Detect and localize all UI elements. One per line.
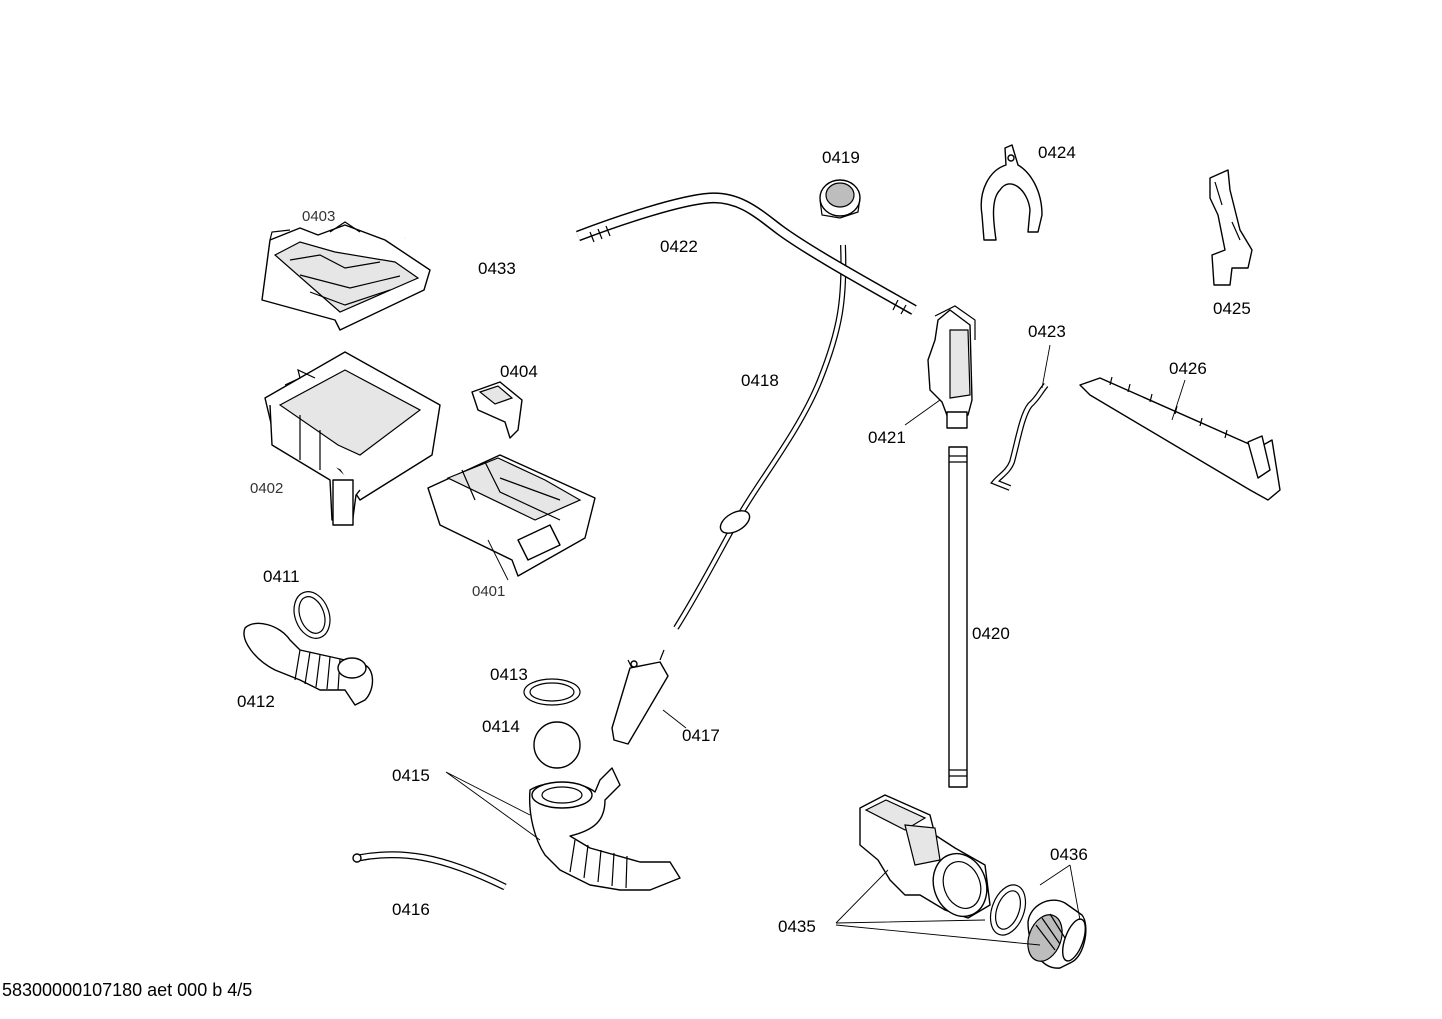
part-0416-small-hose — [352, 851, 507, 891]
label-0424: 0424 — [1038, 143, 1076, 162]
part-0422-bent-hose — [576, 192, 917, 315]
part-0423-bent-rod — [990, 383, 1049, 491]
label-0423: 0423 — [1028, 322, 1066, 341]
part-0411-seal-ring — [293, 591, 331, 639]
label-0421: 0421 — [868, 428, 906, 447]
label-0418: 0418 — [741, 371, 779, 390]
part-0426-rail-bar — [1079, 376, 1281, 501]
label-0401: 0401 — [472, 583, 505, 600]
drawing-reference-footer: 58300000107180 aet 000 b 4/5 — [2, 980, 253, 1000]
label-0425: 0425 — [1213, 299, 1251, 318]
part-0404-clip — [471, 381, 523, 439]
part-0413-ring — [523, 678, 581, 706]
part-0418-pressure-tube — [673, 244, 847, 630]
part-0435-drain-pump — [859, 794, 991, 919]
part-labels: 0403 0433 0422 0419 0424 0425 0423 0426 … — [237, 143, 1251, 936]
part-0414-ball — [533, 721, 581, 769]
label-0404: 0404 — [500, 362, 538, 381]
label-0413: 0413 — [490, 665, 528, 684]
label-0403: 0403 — [302, 208, 335, 225]
label-0426: 0426 — [1169, 359, 1207, 378]
label-0415: 0415 — [392, 766, 430, 785]
part-0415-sump-hose — [528, 767, 681, 891]
part-0436-pump-filter — [989, 884, 1087, 969]
part-0425-bracket — [1209, 169, 1253, 286]
part-0401-detergent-drawer — [427, 454, 596, 577]
part-0417-sensor-cylinder — [611, 649, 669, 745]
part-0412-bellows-hose — [243, 622, 374, 706]
part-0421-air-trap — [927, 305, 976, 429]
part-0403-dispenser-cover — [261, 221, 431, 331]
label-0436: 0436 — [1050, 845, 1088, 864]
label-0435: 0435 — [778, 917, 816, 936]
leader-lines — [445, 344, 1186, 946]
part-0420-drain-hose — [948, 446, 968, 788]
label-0411: 0411 — [263, 567, 300, 586]
part-0402-dispenser-housing — [264, 351, 441, 526]
label-0420: 0420 — [972, 624, 1010, 643]
label-0422: 0422 — [660, 237, 698, 256]
label-0402: 0402 — [250, 480, 283, 497]
label-0416: 0416 — [392, 900, 430, 919]
part-0433-small-hose — [404, 233, 470, 321]
part-0424-u-clamp — [980, 144, 1043, 241]
label-0412: 0412 — [237, 692, 275, 711]
label-0417: 0417 — [682, 726, 720, 745]
label-0433: 0433 — [478, 259, 516, 278]
label-0414: 0414 — [482, 717, 520, 736]
part-0419-pressure-switch — [819, 179, 861, 219]
label-0419: 0419 — [822, 148, 860, 167]
